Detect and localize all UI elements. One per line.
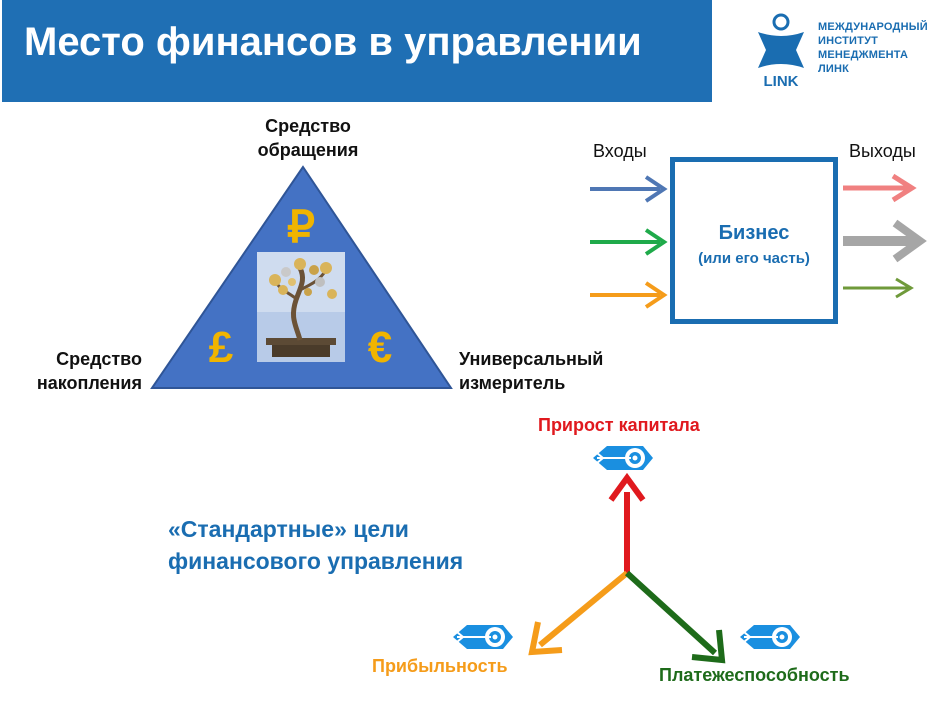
output-arrow-1 xyxy=(843,173,917,203)
goals-heading-line-2: финансового управления xyxy=(168,548,464,574)
profitability-arrow xyxy=(528,570,629,656)
link-logo-icon: LINK xyxy=(758,13,804,90)
euro-icon: € xyxy=(368,323,392,372)
triangle-left-label: Средство накопления xyxy=(10,347,142,395)
triangle-right-label: Универсальный измеритель xyxy=(459,347,603,395)
goals-heading-line-1: «Стандартные» цели xyxy=(168,516,409,542)
logo-line-4: ЛИНК xyxy=(818,63,850,75)
solvency-arrow xyxy=(624,570,726,664)
goals-heading: «Стандартные» цели финансового управлени… xyxy=(168,513,463,577)
capital-growth-arrow xyxy=(608,472,646,573)
triangle-top-label-line-1: Средство xyxy=(265,116,351,136)
link-logo: LINK МЕЖДУНАРОДНЫЙ ИНСТИТУТ МЕНЕДЖМЕНТА … xyxy=(752,10,942,90)
target-icon xyxy=(593,446,653,470)
logo-brand: LINK xyxy=(764,73,799,90)
target-icon xyxy=(453,625,513,649)
triangle-top-label: Средство обращения xyxy=(228,114,388,162)
triangle-left-label-line-2: накопления xyxy=(36,373,142,393)
pound-icon: £ xyxy=(209,323,234,372)
triangle-left-label-line-1: Средство xyxy=(56,349,142,369)
input-arrow-3 xyxy=(590,281,668,309)
title-bar: Место финансов в управлении xyxy=(2,0,712,102)
output-arrow-3 xyxy=(843,277,914,299)
triangle-right-label-line-1: Универсальный xyxy=(459,349,604,369)
money-tree-image xyxy=(257,252,345,362)
business-subtitle: (или его часть) xyxy=(698,250,810,267)
logo-line-2: ИНСТИТУТ xyxy=(818,35,879,47)
outputs-label: Выходы xyxy=(849,141,916,161)
capital-growth-label: Прирост капитала xyxy=(538,415,700,435)
input-arrow-1 xyxy=(590,175,668,203)
ruble-icon: ₽ xyxy=(287,203,315,252)
slide-title: Место финансов в управлении xyxy=(24,20,642,64)
logo-text: МЕЖДУНАРОДНЫЙ ИНСТИТУТ МЕНЕДЖМЕНТА ЛИНК xyxy=(818,20,928,76)
input-arrow-2 xyxy=(590,228,668,256)
logo-line-1: МЕЖДУНАРОДНЫЙ xyxy=(818,21,928,33)
target-icon xyxy=(740,625,800,649)
inputs-label: Входы xyxy=(593,141,647,161)
logo-line-3: МЕНЕДЖМЕНТА xyxy=(818,49,909,61)
triangle-top-label-line-2: обращения xyxy=(257,140,359,160)
profitability-label: Прибыльность xyxy=(372,656,508,676)
triangle-right-label-line-2: измеритель xyxy=(459,373,566,393)
business-title: Бизнес xyxy=(718,222,790,244)
solvency-label: Платежеспособность xyxy=(659,665,850,685)
business-box: Бизнес (или его часть) xyxy=(670,157,838,324)
output-arrow-2 xyxy=(843,219,927,263)
